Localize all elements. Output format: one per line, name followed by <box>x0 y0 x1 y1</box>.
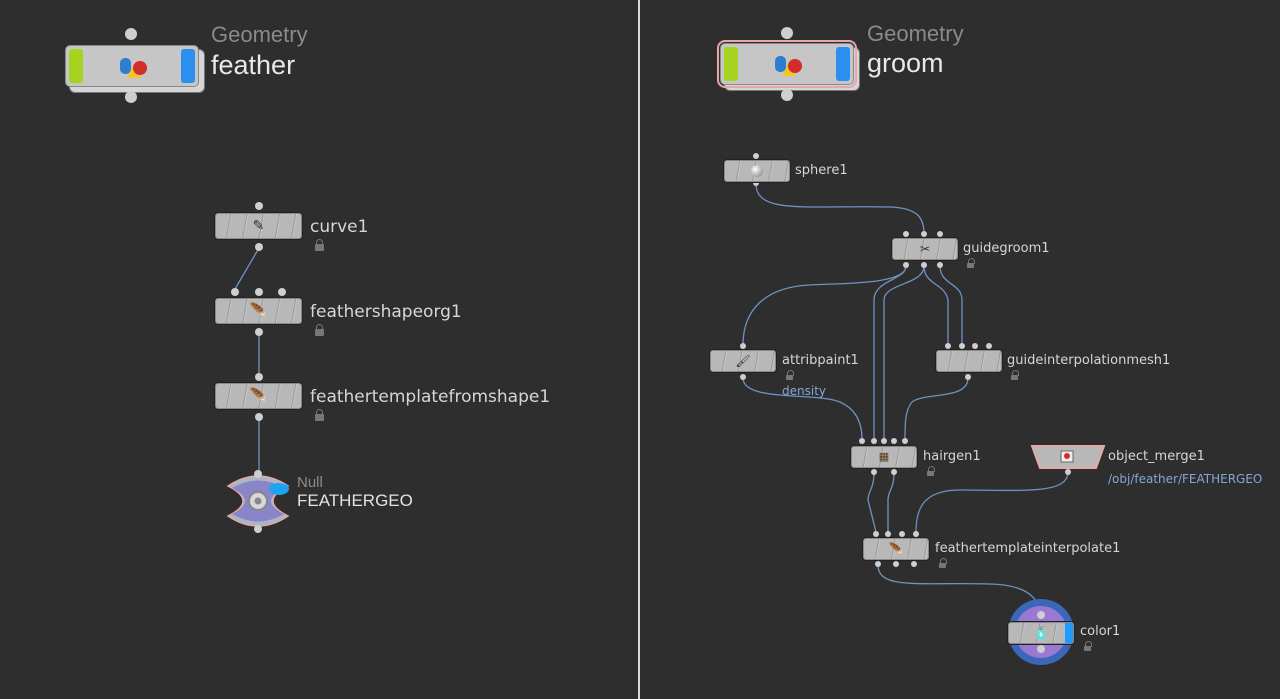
bypass-flag[interactable] <box>724 47 738 81</box>
lock-icon[interactable] <box>315 239 324 251</box>
null-name-label: FEATHERGEO <box>297 491 413 510</box>
feather-icon: 🪶 <box>249 388 268 404</box>
node-null-feathergeo[interactable] <box>222 468 294 534</box>
node-label-feathertemplateinterpolate1: feathertemplateinterpolate1 <box>935 541 1121 556</box>
context-name-label: groom <box>867 48 944 78</box>
feather-icon: 🪶 <box>888 542 904 556</box>
node-label-attribpaint1: attribpaint1 <box>782 353 859 368</box>
geometry-node-feather[interactable] <box>65 45 199 87</box>
geo-input-port[interactable] <box>781 27 793 39</box>
feather-icon: 🪶 <box>249 303 268 319</box>
node-label-object_merge1: object_merge1 <box>1108 449 1205 464</box>
lock-icon[interactable] <box>939 558 947 568</box>
ports-layer-left <box>231 202 286 421</box>
geometry-shapes-icon <box>775 56 802 76</box>
scissors-comb-icon: ✂ <box>919 242 931 256</box>
pane-divider[interactable] <box>638 0 640 699</box>
node-sublabel-object_merge1: /obj/feather/FEATHERGEO <box>1108 472 1263 486</box>
node-guidegroom1[interactable]: ✂ <box>892 238 958 260</box>
node-label-hairgen1: hairgen1 <box>923 449 981 464</box>
node-label-curve1: curve1 <box>310 217 369 237</box>
lock-icon[interactable] <box>1084 641 1092 651</box>
wire-curve-to-feathershapeorg <box>234 247 260 290</box>
node-object_merge1[interactable] <box>1030 444 1106 470</box>
lock-icon[interactable] <box>315 324 324 336</box>
node-label-guideinterpolationmesh1: guideinterpolationmesh1 <box>1007 353 1171 368</box>
paint-bucket-icon: 🧴 <box>1033 626 1049 640</box>
curve-pen-icon: ✎ <box>252 218 265 234</box>
display-flag[interactable] <box>1065 623 1073 643</box>
paintbrush-icon: 🖌 <box>735 354 751 368</box>
node-feathertemplatefromshape1[interactable]: 🪶 <box>215 383 302 409</box>
context-name-label: feather <box>211 50 296 80</box>
geometry-node-groom[interactable] <box>717 40 857 88</box>
node-sublabel-attribpaint1: density <box>782 384 826 398</box>
geometry-shapes-icon <box>120 58 147 78</box>
display-flag[interactable] <box>836 47 850 81</box>
node-label-color1: color1 <box>1080 624 1121 639</box>
node-attribpaint1[interactable]: 🖌 <box>710 350 776 372</box>
node-feathertemplateinterpolate1[interactable]: 🪶 <box>863 538 929 560</box>
node-label-guidegroom1: guidegroom1 <box>963 241 1050 256</box>
network-pane-groom[interactable]: Geometry groom sphere1 ✂ guidegroom1 🖌 a… <box>640 0 1280 699</box>
node-feathershapeorg1[interactable]: 🪶 <box>215 298 302 324</box>
node-label-sphere1: sphere1 <box>795 163 848 178</box>
geo-output-port[interactable] <box>781 89 793 101</box>
display-flag[interactable] <box>181 49 195 83</box>
context-type-label: Geometry <box>867 21 964 46</box>
context-type-label: Geometry <box>211 22 308 47</box>
node-label-feathertemplatefromshape1: feathertemplatefromshape1 <box>310 387 551 407</box>
lock-icon[interactable] <box>927 466 935 476</box>
node-curve1[interactable]: ✎ <box>215 213 302 239</box>
geo-output-port[interactable] <box>125 91 137 103</box>
lock-icon[interactable] <box>967 258 975 268</box>
lock-icon[interactable] <box>1011 370 1019 380</box>
null-type-label: Null <box>297 474 323 491</box>
node-sphere1[interactable] <box>724 160 790 182</box>
geo-input-port[interactable] <box>125 28 137 40</box>
hair-brush-icon: ▦ <box>878 450 890 463</box>
network-pane-feather[interactable]: Geometry feather ✎ curve1 🪶 feathershape… <box>0 0 638 699</box>
sphere-icon <box>751 165 763 177</box>
lock-icon[interactable] <box>315 409 324 421</box>
node-color1[interactable]: 🧴 <box>1008 622 1074 644</box>
node-label-feathershapeorg1: feathershapeorg1 <box>310 302 462 322</box>
wires-layer <box>234 247 260 472</box>
node-hairgen1[interactable]: ▦ <box>851 446 917 468</box>
lock-icon[interactable] <box>786 370 794 380</box>
node-guideinterpolationmesh1[interactable] <box>936 350 1002 372</box>
bypass-flag[interactable] <box>69 49 83 83</box>
